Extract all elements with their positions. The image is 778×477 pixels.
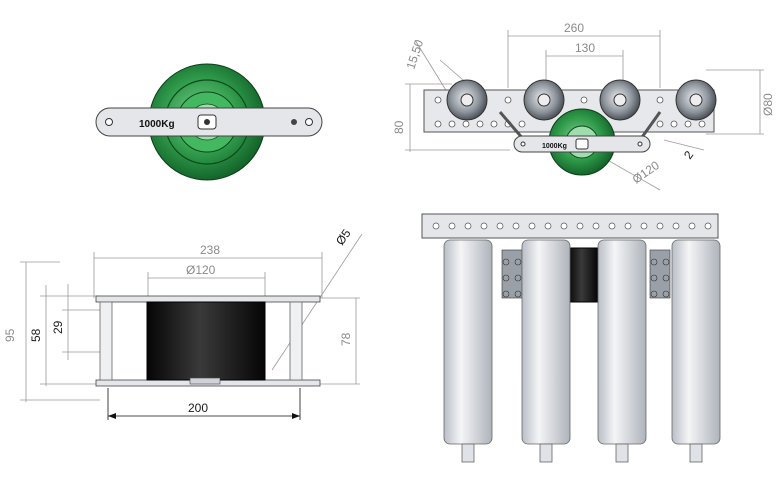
- dim-5: Ø5: [333, 226, 354, 247]
- iso-rollers: [443, 239, 721, 463]
- dim-80-right: Ø80: [761, 93, 775, 116]
- dim-200: 200: [188, 401, 208, 415]
- dim-238: 238: [200, 243, 220, 257]
- side-plate-label: 1000Kg: [542, 143, 567, 150]
- dim-120-top: Ø120: [186, 263, 216, 277]
- side-view: 260 130 15,50 80 Ø80 2 Ø120: [392, 21, 775, 191]
- dim-95: 95: [3, 328, 17, 342]
- dim-130: 130: [575, 41, 595, 55]
- dim-15-50: 15,50: [404, 38, 427, 71]
- dark-roller: [146, 301, 266, 381]
- guide-wheels: [446, 79, 717, 121]
- dim-78: 78: [339, 332, 353, 346]
- iso-view: [421, 213, 721, 463]
- plate-label: 1000Kg: [139, 119, 175, 130]
- front-view: 1000Kg: [95, 63, 323, 181]
- top-view: 238 Ø120 Ø5 95 58 29 78 200: [3, 226, 363, 420]
- dim-29: 29: [51, 320, 65, 334]
- dim-2: 2: [681, 148, 696, 162]
- dim-80-left: 80: [392, 120, 406, 134]
- dim-58: 58: [29, 328, 43, 342]
- dim-260: 260: [564, 21, 584, 35]
